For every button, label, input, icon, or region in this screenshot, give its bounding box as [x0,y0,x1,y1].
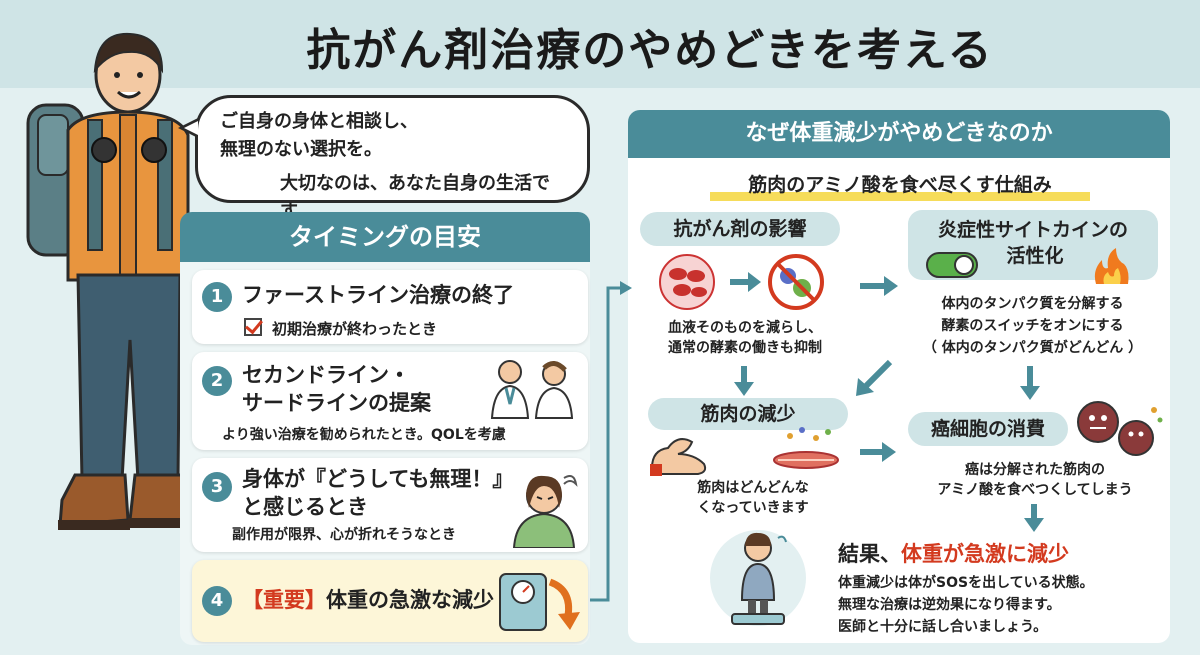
arrow-right-icon [730,272,761,292]
speech-line-1: ご自身の身体と相談し、 [220,111,418,132]
item-title-text: 体重の急激な減少 [326,588,494,612]
timing-item-4: 4 【重要】体重の急激な減少 [192,560,588,642]
cytokine-desc-2: 酵素のスイッチをオンにする [941,318,1124,334]
doctors-icon [490,360,574,419]
mechanism-highlight [710,192,1090,201]
cytokine-label-2: 活性化 [1006,245,1064,267]
cytokine-desc-3: （ 体内のタンパク質がどんどん ） [922,340,1143,356]
title-bar [0,0,1200,88]
item-sub: 副作用が限界、心が折れそうなとき [232,527,456,543]
mechanism-title: 筋肉のアミノ酸を食べ尽くす仕組み [748,174,1052,196]
timing-item-1: 1 ファーストライン治療の終了 初期治療が終わったとき [192,270,588,344]
why-header: なぜ体重減少がやめどきなのか [628,110,1170,158]
muscle-desc-1: 筋肉はどんどんな [697,480,809,496]
timing-item-3: 3 身体が『どうしても無理！』 と感じるとき 副作用が限界、心が折れそうなとき [192,458,588,552]
fire-icon [1094,248,1129,284]
cytokine-desc-1: 体内のタンパク質を分解する [941,296,1124,312]
switch-on-icon [926,252,978,278]
item-number-badge: 3 [202,472,232,502]
item-title-line-2: と感じるとき [242,495,368,519]
weighing-person-icon [710,530,806,626]
item-title-line-1: 身体が『どうしても無理！』 [242,467,514,491]
anticancer-desc-2: 通常の酵素の働きも抑制 [668,340,822,356]
blood-cells-icon [659,254,715,310]
page-title: 抗がん剤治療のやめどきを考える [306,25,994,76]
cancer-label: 癌細胞の消費 [908,412,1068,446]
speech-bubble: ご自身の身体と相談し、 無理のない選択を。 大切なのは、あなた自身の生活です。 [195,95,590,222]
muscle-fiber-icon [773,427,839,469]
result-line-1: 体重減少は体がSOSを出している状態。 [838,575,1094,591]
anticancer-label: 抗がん剤の影響 [640,212,840,246]
speech-line-2: 無理のない選択を。 [220,139,382,160]
muscle-label: 筋肉の減少 [648,398,848,430]
result-title: 結果、体重が急激に減少 [838,538,1069,568]
item-title-line-2: サードラインの提案 [242,391,431,415]
timing-item-2: 2 セカンドライン・ サードラインの提案 より強い治療を勧められたとき。QOLを… [192,352,588,450]
speech-tail-inner [184,121,198,135]
hiker-illustration [26,32,190,530]
item-title: 【重要】体重の急激な減少 [242,587,494,613]
muscle-desc-2: くなっていきます [697,500,809,516]
result-line-2: 無理な治療は逆効果になり得ます。 [838,597,1061,613]
result-highlight: 体重が急激に減少 [901,542,1069,566]
timing-header: タイミングの目安 [180,212,590,262]
cytokine-label-1: 炎症性サイトカインの [937,219,1128,241]
cancer-cells-icon [1077,401,1163,456]
item-title-line-1: セカンドライン・ [242,363,410,387]
scale-down-icon [499,573,580,631]
item-number-badge: 4 [202,586,232,616]
result-prefix: 結果、 [838,542,901,566]
check-icon [244,318,262,336]
cancer-desc-2: アミノ酸を食べつくしてしまう [937,482,1133,498]
item-sub: 初期治療が終わったとき [272,320,438,338]
enzyme-blocked-icon [768,254,824,310]
cancer-desc-1: 癌は分解された筋肉の [965,462,1105,478]
result-line-3: 医師と十分に話し合いましょう。 [838,619,1048,635]
muscle-arm-icon [650,438,707,476]
item-number-badge: 1 [202,282,232,312]
item-sub: より強い治療を勧められたとき。QOLを考慮 [222,427,506,443]
anticancer-desc-1: 血液そのものを減らし、 [668,320,822,336]
important-tag: 【重要】 [242,588,326,612]
item-number-badge: 2 [202,366,232,396]
exhausted-person-icon [512,475,578,548]
item-title: ファーストライン治療の終了 [242,283,514,307]
